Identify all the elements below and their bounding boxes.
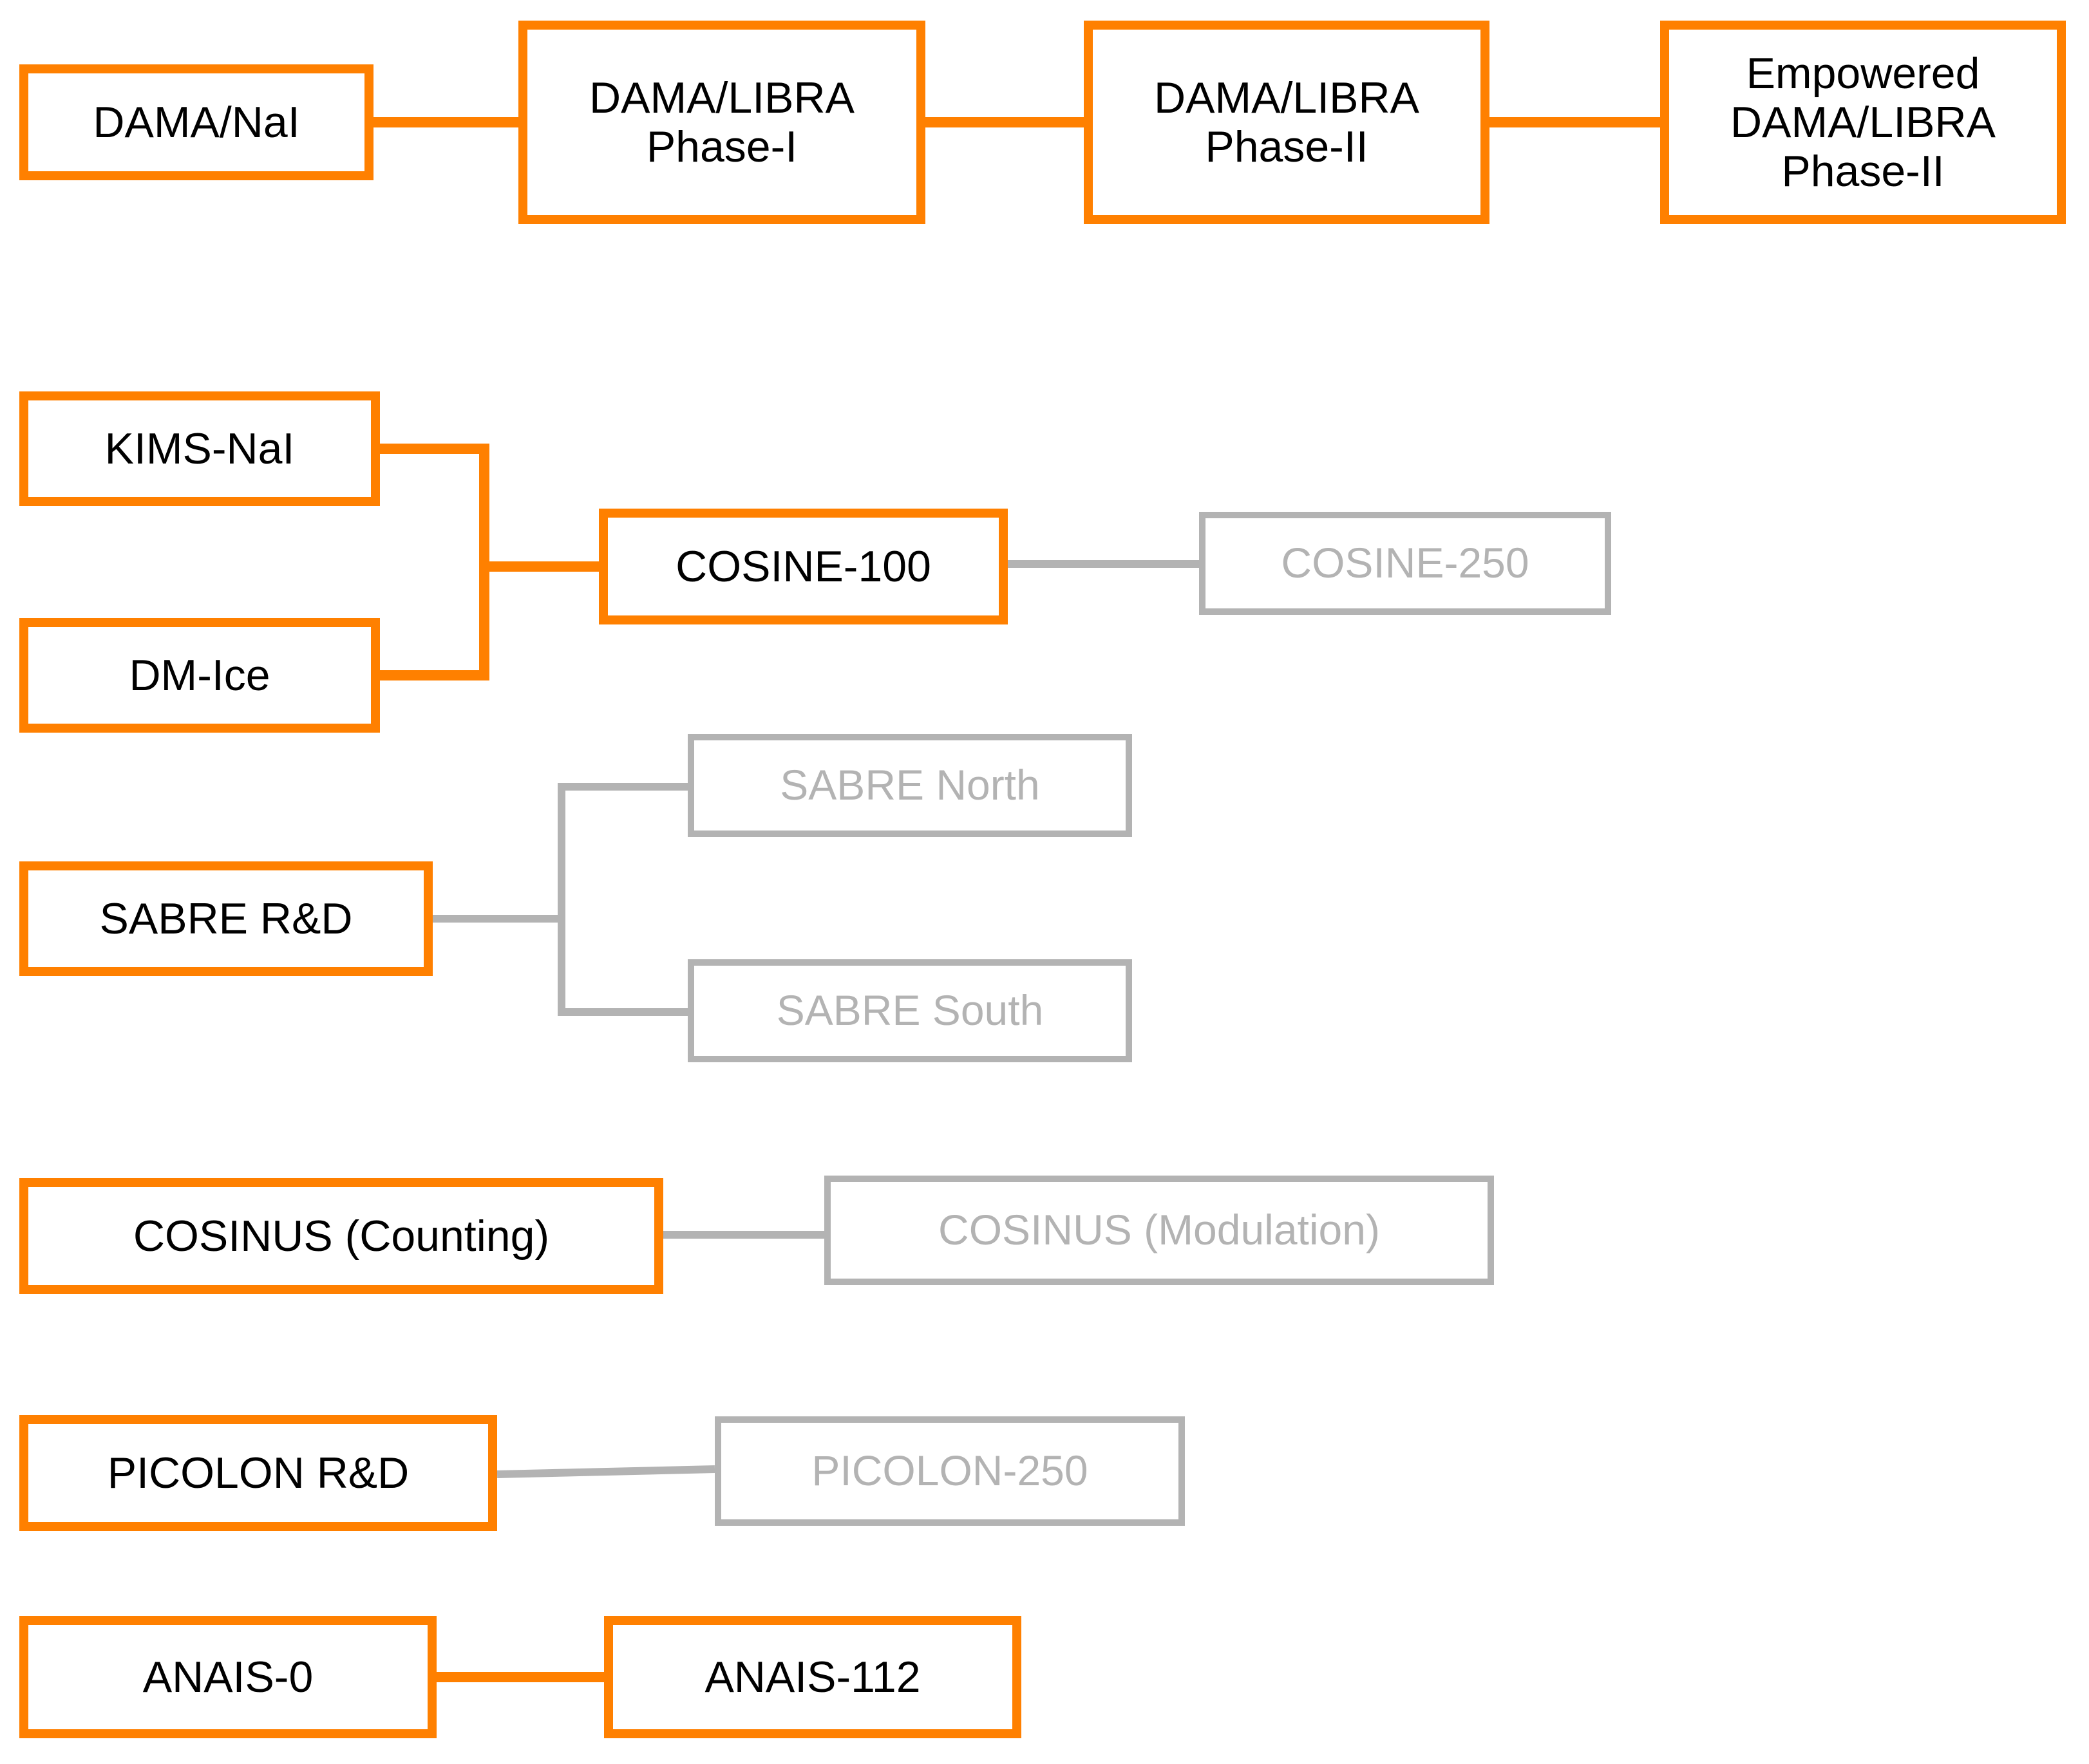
node-dama-nai[interactable]: DAMA/NaI bbox=[19, 64, 373, 180]
node-label-picolon-250: PICOLON-250 bbox=[811, 1447, 1088, 1495]
node-label-cosine-100: COSINE-100 bbox=[676, 541, 931, 591]
node-label-dama-libra-phase-1: DAMA/LIBRA Phase-I bbox=[589, 73, 855, 171]
node-label-cosinus-counting: COSINUS (Counting) bbox=[133, 1211, 550, 1261]
node-cosinus-counting[interactable]: COSINUS (Counting) bbox=[19, 1178, 663, 1294]
node-picolon-250[interactable]: PICOLON-250 bbox=[715, 1416, 1185, 1526]
node-label-sabre-north: SABRE North bbox=[780, 761, 1040, 809]
node-label-cosinus-modulation: COSINUS (Modulation) bbox=[938, 1206, 1380, 1254]
node-cosine-250[interactable]: COSINE-250 bbox=[1199, 512, 1611, 615]
node-label-dama-libra-phase-2: DAMA/LIBRA Phase-II bbox=[1154, 73, 1419, 171]
node-label-dama-nai: DAMA/NaI bbox=[93, 97, 300, 147]
node-label-dm-ice: DM-Ice bbox=[129, 650, 270, 700]
node-anais-112[interactable]: ANAIS-112 bbox=[604, 1616, 1021, 1738]
node-label-anais-112: ANAIS-112 bbox=[704, 1652, 921, 1702]
node-sabre-north[interactable]: SABRE North bbox=[688, 734, 1132, 837]
node-empowered-dama-libra-phase-2[interactable]: Empowered DAMA/LIBRA Phase-II bbox=[1660, 21, 2066, 224]
node-label-sabre-rnd: SABRE R&D bbox=[99, 894, 353, 943]
node-cosine-100[interactable]: COSINE-100 bbox=[599, 509, 1008, 624]
node-sabre-rnd[interactable]: SABRE R&D bbox=[19, 861, 433, 976]
node-label-sabre-south: SABRE South bbox=[776, 986, 1044, 1035]
node-label-anais-0: ANAIS-0 bbox=[142, 1652, 314, 1702]
node-anais-0[interactable]: ANAIS-0 bbox=[19, 1616, 437, 1738]
connector-junction__to__sabre-south bbox=[558, 919, 688, 1016]
connector-dm-ice__to__junction bbox=[380, 567, 489, 680]
node-label-picolon-rnd: PICOLON R&D bbox=[107, 1448, 410, 1497]
node-kims-nai[interactable]: KIMS-NaI bbox=[19, 391, 380, 506]
connector-picolon-rnd__to__picolon-250 bbox=[496, 1465, 715, 1478]
node-label-cosine-250: COSINE-250 bbox=[1281, 539, 1529, 587]
node-dama-libra-phase-1[interactable]: DAMA/LIBRA Phase-I bbox=[518, 21, 925, 224]
node-picolon-rnd[interactable]: PICOLON R&D bbox=[19, 1415, 497, 1531]
node-label-empowered-dama-libra-phase-2: Empowered DAMA/LIBRA Phase-II bbox=[1730, 48, 1996, 196]
node-dama-libra-phase-2[interactable]: DAMA/LIBRA Phase-II bbox=[1084, 21, 1489, 224]
node-label-kims-nai: KIMS-NaI bbox=[104, 424, 295, 473]
node-dm-ice[interactable]: DM-Ice bbox=[19, 618, 380, 733]
node-cosinus-modulation[interactable]: COSINUS (Modulation) bbox=[824, 1176, 1494, 1285]
connector-kims-nai__to__junction bbox=[380, 444, 489, 567]
node-sabre-south[interactable]: SABRE South bbox=[688, 959, 1132, 1062]
connector-junction__to__sabre-north bbox=[558, 783, 688, 919]
